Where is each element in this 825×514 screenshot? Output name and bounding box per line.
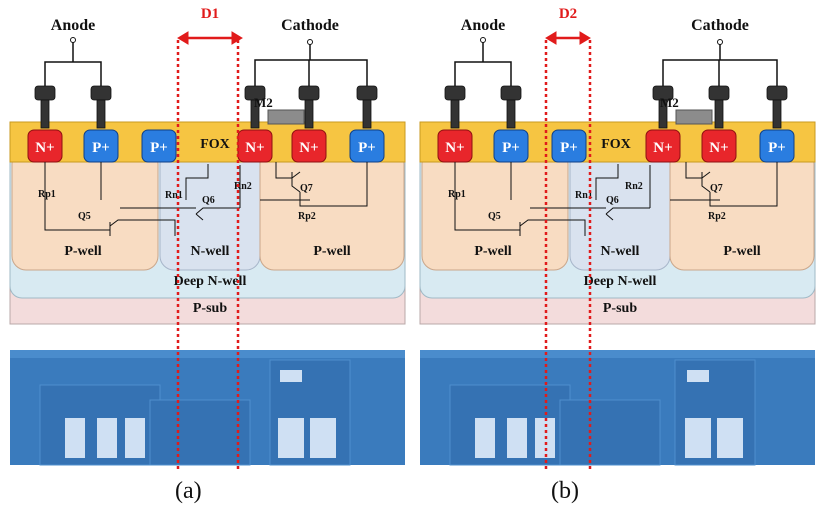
- dimension-label: D1: [201, 6, 219, 22]
- svg-text:Rn2: Rn2: [234, 181, 252, 192]
- svg-text:Anode: Anode: [461, 17, 505, 34]
- svg-text:N+: N+: [709, 140, 728, 156]
- n-well-label: N-well: [191, 244, 230, 259]
- svg-text:Rp1: Rp1: [38, 189, 56, 200]
- svg-text:P+: P+: [502, 140, 520, 156]
- svg-text:N+: N+: [299, 140, 318, 156]
- caption-a: (a): [175, 478, 202, 504]
- svg-text:P+: P+: [358, 140, 376, 156]
- p-well-right-label: P-well: [313, 244, 350, 259]
- diffusion-p-plus-1: P+: [83, 129, 119, 163]
- svg-text:Rp2: Rp2: [708, 211, 726, 222]
- svg-text:Rp2: Rp2: [298, 211, 316, 222]
- layout-image-a: [10, 350, 405, 466]
- anode-terminal: [70, 37, 76, 43]
- layout-image-b: [420, 350, 815, 466]
- svg-text:Q5: Q5: [488, 211, 501, 222]
- svg-text:Cathode: Cathode: [691, 17, 749, 34]
- panel-a: N+ P+ P+ FOX N+ N+ P+ Anode Cathode M2 R…: [9, 0, 406, 514]
- svg-text:P-well: P-well: [723, 244, 760, 259]
- p-sub-label: P-sub: [193, 301, 227, 316]
- dimension-arrow: [176, 31, 243, 470]
- diffusion-n-plus-1: N+: [27, 129, 63, 163]
- diffusion-p-plus-3: P+: [349, 129, 385, 163]
- cathode-label: Cathode: [281, 17, 339, 34]
- svg-text:Deep N-well: Deep N-well: [584, 274, 657, 289]
- anode-label: Anode: [51, 17, 95, 34]
- svg-text:P+: P+: [150, 140, 168, 156]
- svg-text:Rp1: Rp1: [448, 189, 466, 200]
- fox-label: FOX: [200, 137, 230, 152]
- svg-text:N-well: N-well: [601, 244, 640, 259]
- gate-m2: [267, 109, 305, 125]
- cross-section-diagram-a: N+ P+ P+ FOX N+ N+ P+ Anode Cathode M2 R…: [9, 6, 406, 470]
- svg-text:N+: N+: [35, 140, 54, 156]
- cathode-terminal: [307, 39, 313, 45]
- svg-text:Rn1: Rn1: [575, 190, 593, 201]
- svg-text:P+: P+: [560, 140, 578, 156]
- svg-text:P-well: P-well: [474, 244, 511, 259]
- gate-label: M2: [254, 95, 273, 110]
- svg-text:N+: N+: [653, 140, 672, 156]
- caption-b: (b): [551, 478, 579, 504]
- svg-text:P+: P+: [92, 140, 110, 156]
- svg-text:P-sub: P-sub: [603, 301, 637, 316]
- svg-text:FOX: FOX: [601, 137, 631, 152]
- svg-text:Q6: Q6: [202, 195, 215, 206]
- diffusion-n-plus-2: N+: [237, 129, 273, 163]
- panel-b: N+ P+ P+ FOX N+ N+ P+ Anode Cathode M2 R…: [419, 0, 816, 514]
- svg-text:Rn1: Rn1: [165, 190, 183, 201]
- svg-text:N+: N+: [245, 140, 264, 156]
- parasitic-circuit: [44, 162, 368, 236]
- terminal-wires: [44, 42, 368, 86]
- diffusion-n-plus-3: N+: [291, 129, 327, 163]
- cross-section-diagram-b: N+ P+ P+ FOX N+ N+ P+ Anode Cathode M2 R…: [419, 6, 816, 470]
- svg-text:Q7: Q7: [710, 183, 723, 194]
- svg-text:Rn2: Rn2: [625, 181, 643, 192]
- svg-text:Q7: Q7: [300, 183, 313, 194]
- svg-text:P+: P+: [768, 140, 786, 156]
- p-well-left-label: P-well: [64, 244, 101, 259]
- svg-text:Q6: Q6: [606, 195, 619, 206]
- diffusion-p-plus-2: P+: [141, 129, 177, 163]
- svg-text:D2: D2: [559, 6, 577, 22]
- svg-text:N+: N+: [445, 140, 464, 156]
- fox-layer: [9, 121, 406, 163]
- svg-text:Q5: Q5: [78, 211, 91, 222]
- svg-text:M2: M2: [660, 95, 679, 110]
- deep-n-well-label: Deep N-well: [174, 274, 247, 289]
